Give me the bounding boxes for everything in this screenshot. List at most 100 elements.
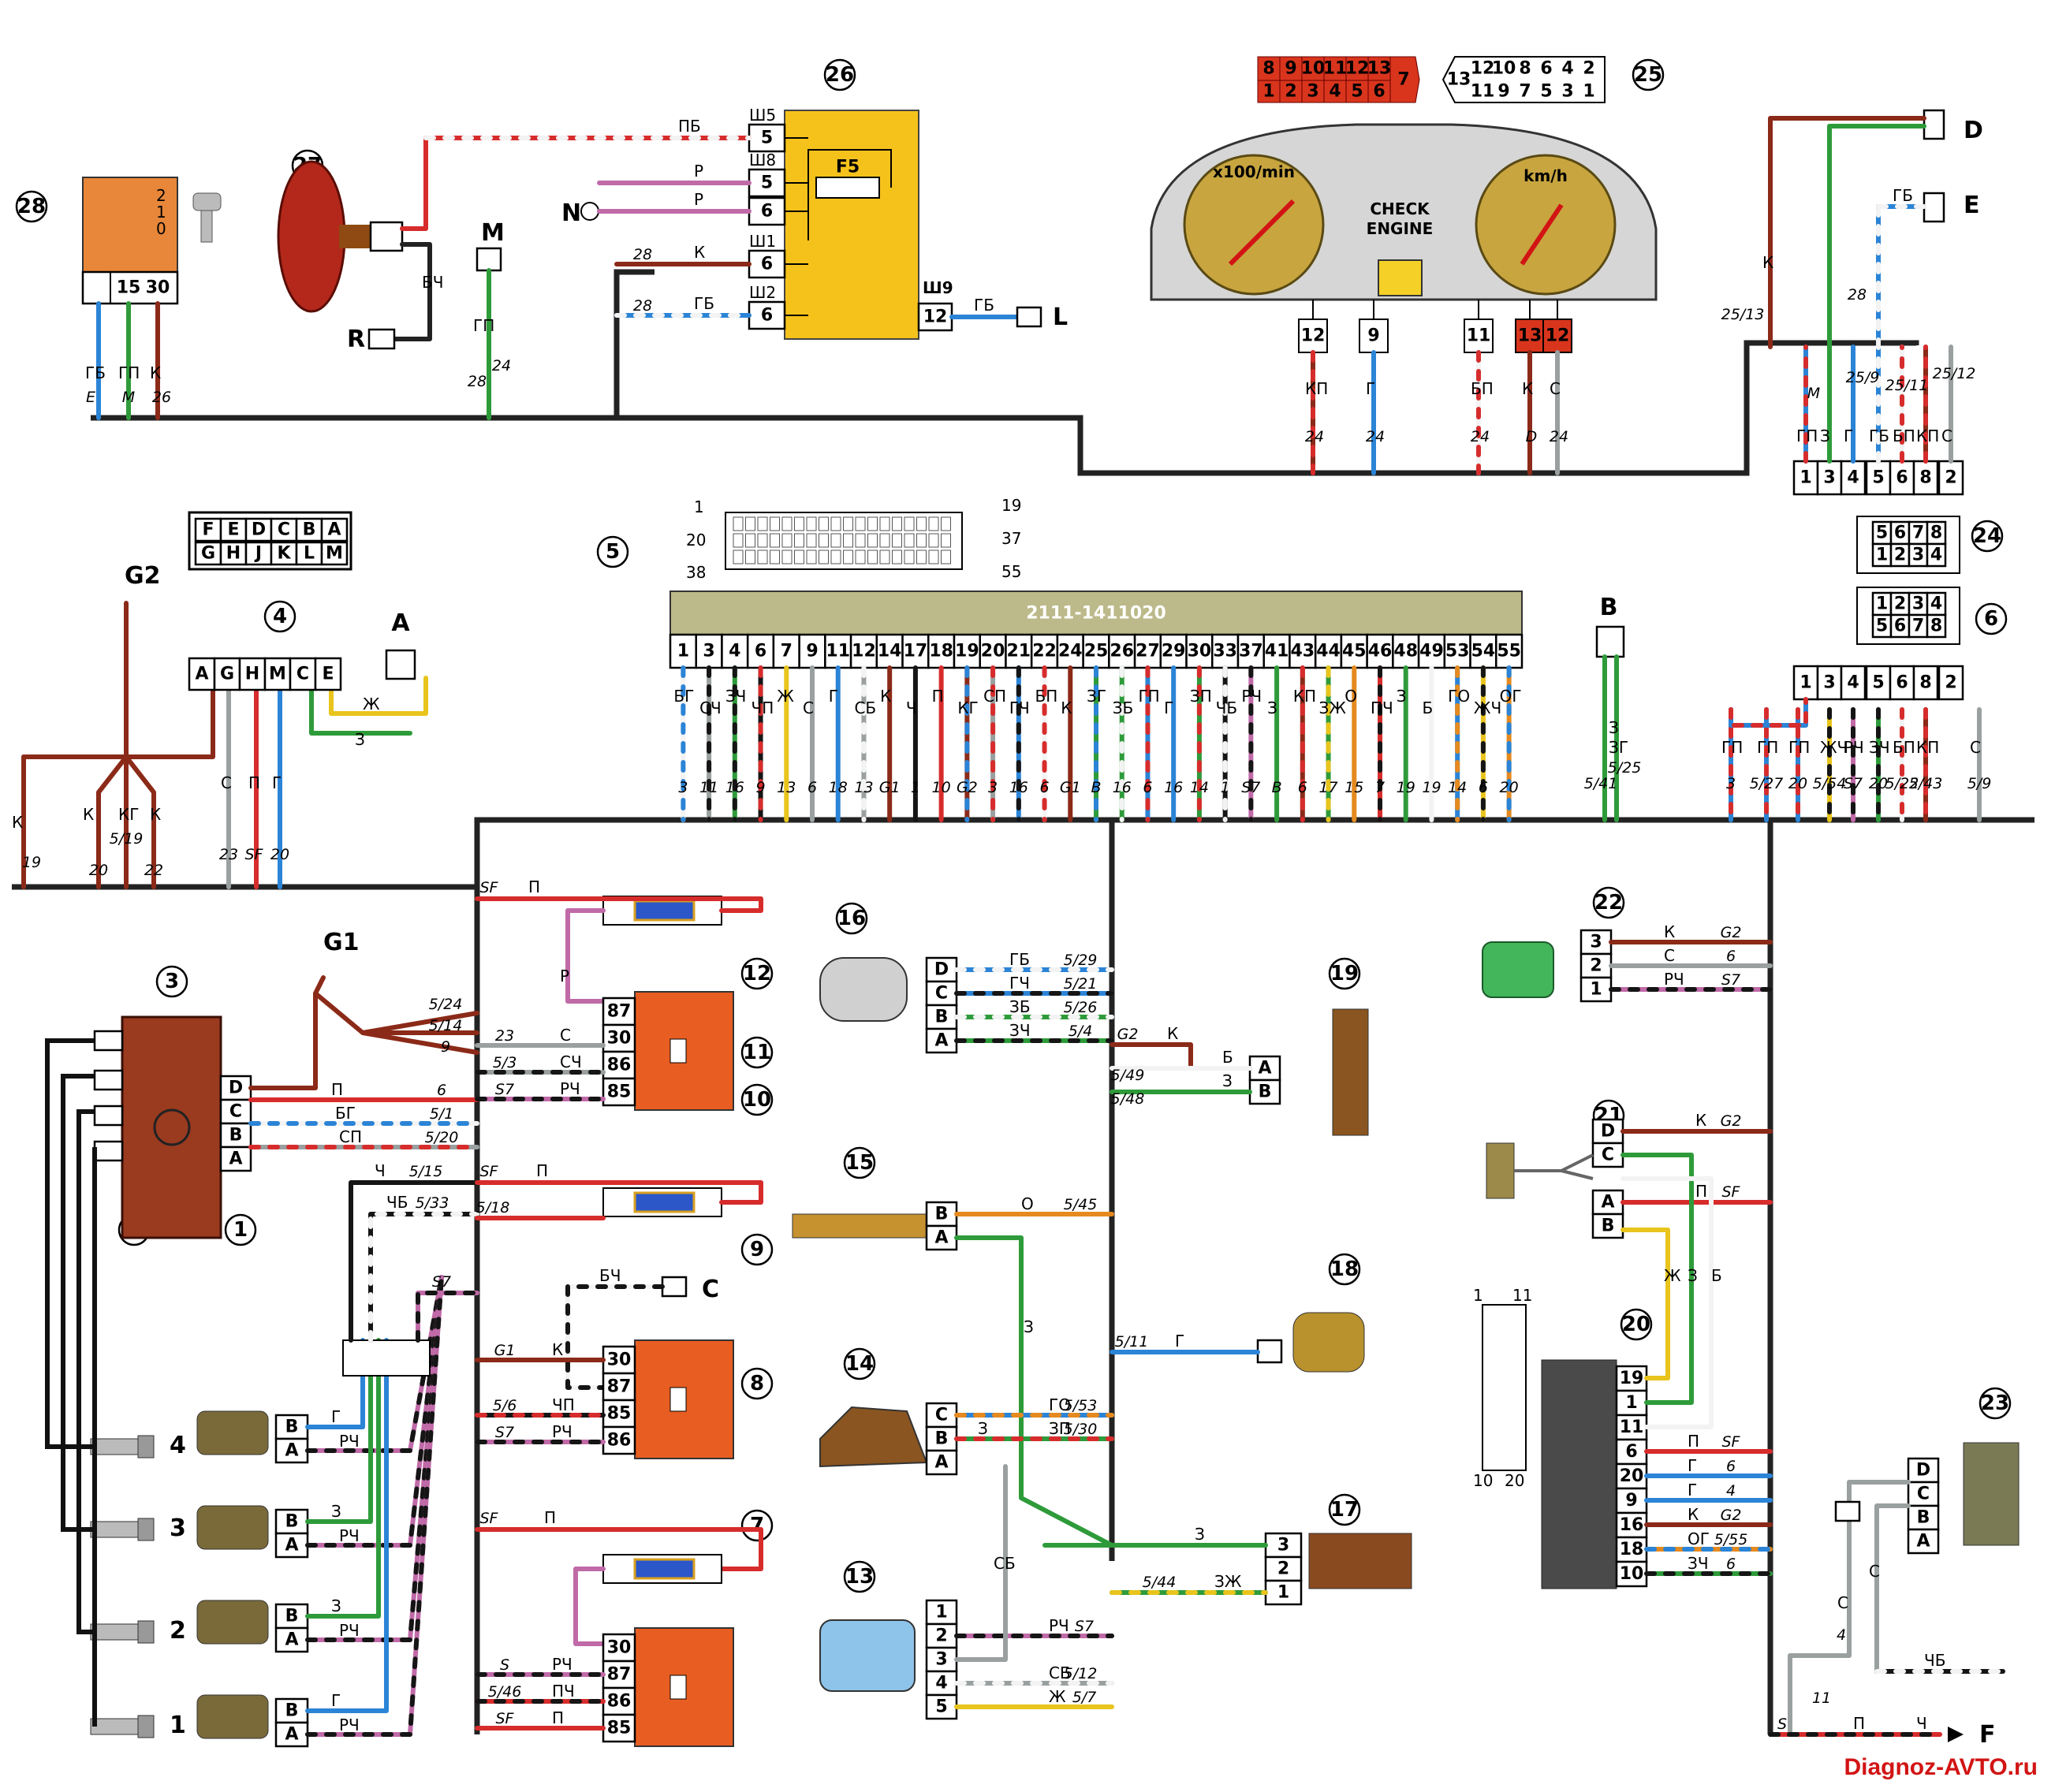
spark-plug <box>90 1623 139 1641</box>
cluster-pin: 12 <box>1301 326 1326 346</box>
s21-color: К <box>1695 1111 1706 1130</box>
r11-color: СЧ <box>560 1052 582 1071</box>
c25-white-bot: 1 <box>1583 82 1594 102</box>
ecu-wire-color: КП <box>1293 687 1316 706</box>
ecu-block: 2111-1411020 1БГ33СЧ114ЗЧ166ЧП97Ж139С611… <box>669 591 1524 822</box>
c25-white-bot: 5 <box>1540 82 1552 102</box>
ecu-grid-cell <box>733 516 744 531</box>
inj-a-color: РЧ <box>339 1716 360 1734</box>
component-number: 16 <box>837 907 866 930</box>
s13-ref: 5/12 <box>1064 1665 1098 1682</box>
c6b-wire-color: С <box>1970 738 1981 757</box>
mod3-wire-color: СП <box>339 1127 362 1146</box>
ecu-pin: 43 <box>1291 642 1315 661</box>
component-number-circle <box>1971 520 2004 553</box>
s20-conn-20: 20 <box>1505 1471 1524 1490</box>
s15-pin: B <box>935 1205 949 1224</box>
c6b-ref: 5/43 <box>1909 775 1943 792</box>
ecu-pin: 21 <box>1007 642 1031 661</box>
c6b-ref: S7 <box>1844 775 1863 792</box>
diag-block-pin-box <box>213 657 241 691</box>
ecu-c-55: 55 <box>1001 562 1021 581</box>
s13-ref: S7 <box>1075 1618 1094 1635</box>
s20-ref: G2 <box>1721 1507 1742 1524</box>
r9-bch-stripe <box>565 1284 665 1390</box>
component-number: 22 <box>1594 891 1623 915</box>
component-number-circle <box>835 902 868 935</box>
diag-p: П <box>248 773 260 792</box>
c6b-wire-color: ЖЧ <box>1820 738 1848 757</box>
b-ref-525: 5/25 <box>1608 759 1642 777</box>
s16-color: ЗЧ <box>1009 1021 1031 1040</box>
inj-pin-b: B <box>285 1607 299 1626</box>
ecu-wire-color: ЗГ <box>1087 687 1106 706</box>
ecu-grid-cell <box>941 533 951 548</box>
relay-7-pin-box <box>602 1660 636 1690</box>
relay-11-pin-box <box>602 1023 636 1053</box>
diag-ref-22: 22 <box>144 862 163 879</box>
s23-color: С <box>1837 1593 1848 1612</box>
s20-conn-10: 10 <box>1473 1471 1493 1490</box>
component-number-circle <box>843 1347 876 1380</box>
ecu-pin: 46 <box>1368 642 1393 661</box>
fuse-ref: 28 <box>633 246 652 263</box>
diag-bot-box <box>244 541 273 566</box>
ecu-wire-color: ЗБ <box>1113 699 1134 717</box>
diag-top: F <box>202 520 214 540</box>
sensor-16 <box>819 957 908 1022</box>
c24-pin-bot: 4 <box>1930 546 1942 565</box>
s21-cable <box>1514 1153 1594 1180</box>
cluster-wire-color: КП <box>1305 379 1328 398</box>
c25-red-top: 13 <box>1367 59 1392 79</box>
fuse-element <box>633 1191 696 1213</box>
ecu-pin: 48 <box>1393 642 1418 661</box>
s21-pin: B <box>1602 1216 1615 1236</box>
ecu-wire-color: Б <box>1422 699 1433 717</box>
ecu-c-1: 1 <box>694 497 704 516</box>
diag-ref-519: 5/19 <box>110 830 144 848</box>
m-wire-gp: ГП <box>473 316 494 335</box>
ecu-wire-color: СБ <box>854 699 876 717</box>
ecu-grid-cell <box>855 550 866 564</box>
ecu-grid-cell <box>745 550 755 564</box>
s14-pin-box <box>925 1425 958 1452</box>
dt-wire-color: З <box>1820 427 1830 445</box>
ecu-pin: 26 <box>1110 642 1134 661</box>
ecu-wire-ref: 20 <box>1500 779 1519 796</box>
dt-pin-box <box>1912 460 1939 496</box>
ecu-wire-ref: 7 <box>1375 779 1385 796</box>
relay-9-pin: 87 <box>607 1377 632 1397</box>
engine-label: ENGINE <box>1367 219 1434 238</box>
c6-pin-top: 3 <box>1912 594 1924 614</box>
ecu-grid-cell <box>843 516 853 531</box>
watermark-credit: Diagnoz-AVTO.ru <box>1844 1754 2038 1780</box>
s17-pin: 3 <box>1277 1536 1289 1555</box>
s22-pin-box <box>1579 976 1613 1003</box>
ecu-wire-ref: 16 <box>1009 779 1028 796</box>
dt-ref: M <box>1807 385 1820 402</box>
ecu-wire-ref: 10 <box>932 779 951 796</box>
inj-wire-a-stripe <box>305 1275 444 1453</box>
hv-lead <box>45 1038 95 1449</box>
fuse-pin: 6 <box>761 306 773 326</box>
s19-color: К <box>1167 1024 1178 1043</box>
s14-color: ЗП <box>1049 1419 1071 1438</box>
c6b-ref: 20 <box>1788 775 1807 792</box>
inj-a-color: РЧ <box>339 1432 360 1451</box>
s18-ref: 5/11 <box>1115 1333 1149 1351</box>
mod3-wire-color: П <box>331 1080 343 1099</box>
r7-ref: 5/46 <box>488 1683 522 1701</box>
ecu-wire-color: С <box>803 699 814 717</box>
fuse-f5-label: F5 <box>836 158 860 177</box>
c25-white-end: 13 <box>1447 70 1471 90</box>
s21-pin: D <box>1601 1122 1615 1142</box>
injector <box>196 1505 269 1550</box>
ecu-pin: 20 <box>981 642 1005 661</box>
inj-a-color: РЧ <box>339 1526 360 1545</box>
speedo-label: km/h <box>1524 166 1568 185</box>
s23-chb-label: ЧБ <box>1924 1651 1945 1670</box>
